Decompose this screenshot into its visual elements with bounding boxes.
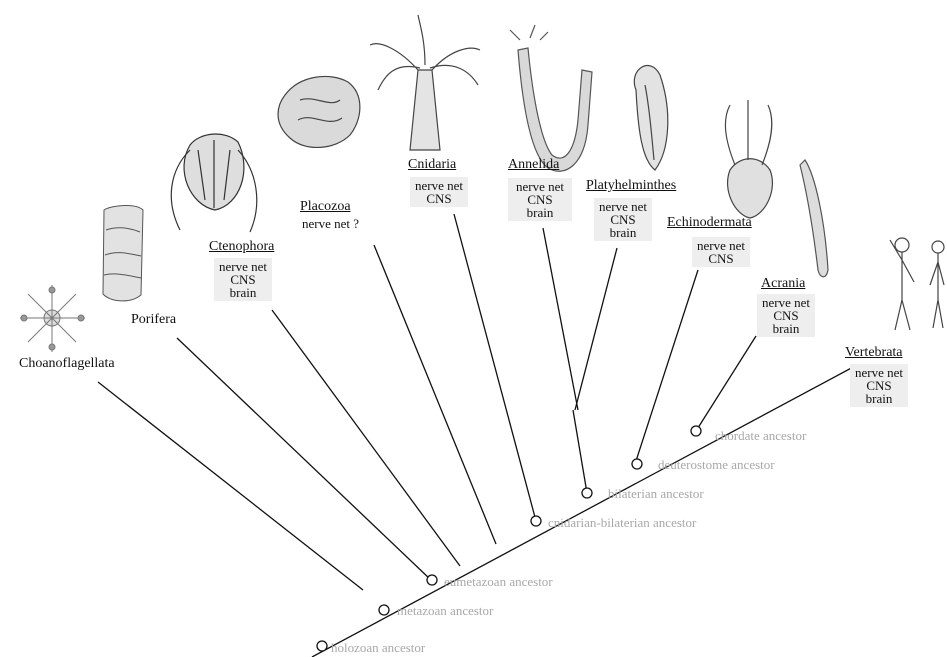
choanoflagellata-illustration	[20, 285, 85, 352]
branch-placozoa	[374, 245, 496, 544]
label-deuterostome-ancestor: deuterostome ancestor	[658, 457, 775, 472]
branch-annelida	[543, 228, 578, 410]
node-metazoan	[379, 605, 389, 615]
label-placozoa: Placozoa	[300, 199, 351, 215]
traits-platyhelminthes: nerve net CNS brain	[594, 198, 652, 241]
cnidaria-illustration	[370, 15, 480, 150]
label-eumetazoan-ancestor: eumetazoan ancestor	[444, 574, 553, 589]
annelida-illustration	[510, 25, 592, 171]
trait: brain	[511, 206, 569, 219]
ctenophora-illustration	[171, 134, 256, 232]
trait: brain	[853, 392, 905, 405]
node-chordate	[691, 426, 701, 436]
acrania-illustration	[800, 160, 828, 277]
traits-vertebrata: nerve net CNS brain	[850, 364, 908, 407]
ancestor-nodes	[317, 426, 701, 651]
node-deuterostome	[632, 459, 642, 469]
branch-acrania	[696, 336, 756, 431]
label-cnidaria: Cnidaria	[408, 157, 456, 173]
label-acrania: Acrania	[761, 276, 805, 292]
trait: brain	[760, 322, 812, 335]
branch-lines	[98, 214, 756, 590]
echinodermata-illustration	[725, 100, 772, 218]
branch-cnidaria	[454, 214, 536, 521]
traits-echinodermata: nerve net CNS	[692, 237, 750, 267]
node-cnidarian-bilaterian	[531, 516, 541, 526]
label-vertebrata: Vertebrata	[845, 345, 903, 361]
trait: brain	[217, 286, 269, 299]
label-cnidarian-bilaterian-ancestor: cnidarian-bilaterian ancestor	[548, 515, 697, 530]
node-bilaterian	[582, 488, 592, 498]
label-ctenophora: Ctenophora	[209, 239, 274, 255]
label-echinodermata: Echinodermata	[667, 215, 752, 231]
traits-cnidaria: nerve net CNS	[410, 177, 468, 207]
label-porifera: Porifera	[131, 312, 176, 328]
node-holozoan	[317, 641, 327, 651]
label-platyhelminthes: Platyhelminthes	[586, 178, 676, 194]
traits-acrania: nerve net CNS brain	[757, 294, 815, 337]
label-chordate-ancestor: chordate ancestor	[715, 428, 807, 443]
trait: brain	[597, 226, 649, 239]
trait: CNS	[695, 252, 747, 265]
label-holozoan-ancestor: holozoan ancestor	[331, 640, 426, 655]
trait: CNS	[413, 192, 465, 205]
traits-ctenophora: nerve net CNS brain	[214, 258, 272, 301]
porifera-illustration	[103, 205, 143, 300]
trunk-line	[312, 365, 857, 657]
label-bilaterian-ancestor: bilaterian ancestor	[608, 486, 704, 501]
label-annelida: Annelida	[508, 157, 559, 173]
branch-echinodermata	[635, 270, 698, 464]
platyhelminthes-illustration	[634, 66, 668, 170]
label-metazoan-ancestor: metazoan ancestor	[397, 603, 494, 618]
branch-platyhelminthes	[575, 248, 617, 410]
branch-ctenophora	[272, 310, 460, 566]
branch-choanoflagellata	[98, 382, 363, 590]
traits-placozoa: nerve net ?	[302, 216, 359, 232]
vertebrata-illustration	[890, 238, 944, 330]
node-eumetazoan	[427, 575, 437, 585]
traits-annelida: nerve net CNS brain	[508, 178, 572, 221]
label-choanoflagellata: Choanoflagellata	[19, 356, 115, 372]
branch-protostome-stem	[573, 410, 587, 493]
placozoa-illustration	[278, 76, 360, 147]
